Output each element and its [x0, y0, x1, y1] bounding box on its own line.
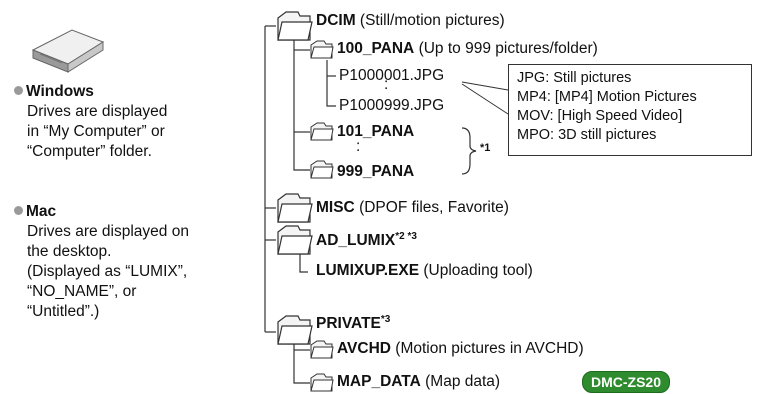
folder-dots: :: [356, 138, 361, 155]
map-data-row: MAP_DATA (Map data): [337, 373, 500, 391]
folder-icon: [277, 11, 313, 41]
drive-icon: [31, 29, 105, 73]
avchd-desc: (Motion pictures in AVCHD): [395, 340, 584, 357]
mac-line: the desktop.: [27, 243, 112, 260]
mac-line: “NO_NAME”, or: [27, 283, 137, 300]
map-data-desc: (Map data): [425, 373, 501, 390]
folder-icon: [310, 40, 334, 59]
bullet-icon: [14, 206, 23, 215]
map-data-name: MAP_DATA: [337, 373, 421, 390]
pana100-row: 100_PANA (Up to 999 pictures/folder): [337, 40, 598, 58]
private-name: PRIVATE: [316, 315, 381, 332]
folder-icon: [310, 160, 334, 179]
dcim-row: DCIM (Still/motion pictures): [316, 12, 505, 30]
ad-lumix-row: AD_LUMIX*2 *3: [316, 231, 417, 250]
windows-line: in “My Computer” or: [27, 123, 165, 140]
pana999-name: 999_PANA: [337, 163, 415, 180]
file-dots: :: [384, 76, 389, 93]
legend-item: MOV: [High Speed Video]: [517, 108, 683, 124]
folder-icon: [277, 193, 313, 223]
folder-icon: [310, 122, 334, 141]
lumixup-desc: (Uploading tool): [423, 262, 533, 279]
pana101-name: 101_PANA: [337, 123, 415, 140]
mac-line: (Displayed as “LUMIX”,: [27, 263, 188, 280]
lumixup-name: LUMIXUP.EXE: [316, 262, 420, 279]
mac-heading: Mac: [26, 203, 57, 220]
pana100-name: 100_PANA: [337, 40, 415, 57]
misc-desc: (DPOF files, Favorite): [359, 199, 509, 216]
private-row: PRIVATE*3: [316, 314, 390, 333]
dcim-desc: (Still/motion pictures): [359, 12, 505, 29]
folder-icon: [277, 225, 313, 255]
legend-item: JPG: Still pictures: [517, 70, 632, 86]
avchd-name: AVCHD: [337, 340, 391, 357]
mac-section: Mac Drives are displayed on the desktop.…: [14, 202, 189, 322]
folder-icon: [310, 373, 334, 392]
file-first: P1000001.JPG: [339, 67, 445, 84]
lumixup-row: LUMIXUP.EXE (Uploading tool): [316, 262, 533, 280]
legend-item: MP4: [MP4] Motion Pictures: [517, 89, 697, 105]
misc-name: MISC: [316, 199, 355, 216]
pana100-desc: (Up to 999 pictures/folder): [418, 40, 598, 57]
misc-row: MISC (DPOF files, Favorite): [316, 199, 509, 217]
model-badge: DMC-ZS20: [582, 371, 671, 393]
bullet-icon: [14, 86, 23, 95]
windows-heading: Windows: [26, 83, 94, 100]
legend-item: MPO: 3D still pictures: [517, 127, 657, 143]
avchd-row: AVCHD (Motion pictures in AVCHD): [337, 340, 584, 358]
windows-line: “Computer” folder.: [27, 143, 152, 160]
windows-section: Windows Drives are displayed in “My Comp…: [14, 82, 167, 162]
folder-icon: [277, 315, 313, 345]
mac-line: “Untitled”.): [27, 303, 100, 320]
ad-lumix-note: *2 *3: [395, 231, 417, 242]
note-1: *1: [480, 142, 491, 154]
file-last: P1000999.JPG: [339, 97, 445, 114]
file-type-legend: JPG: Still pictures MP4: [MP4] Motion Pi…: [508, 64, 752, 156]
private-note: *3: [380, 314, 391, 325]
windows-line: Drives are displayed: [27, 103, 168, 120]
dcim-name: DCIM: [316, 12, 356, 29]
mac-line: Drives are displayed on: [27, 223, 189, 240]
ad-lumix-name: AD_LUMIX: [316, 232, 396, 249]
folder-icon: [310, 340, 334, 359]
